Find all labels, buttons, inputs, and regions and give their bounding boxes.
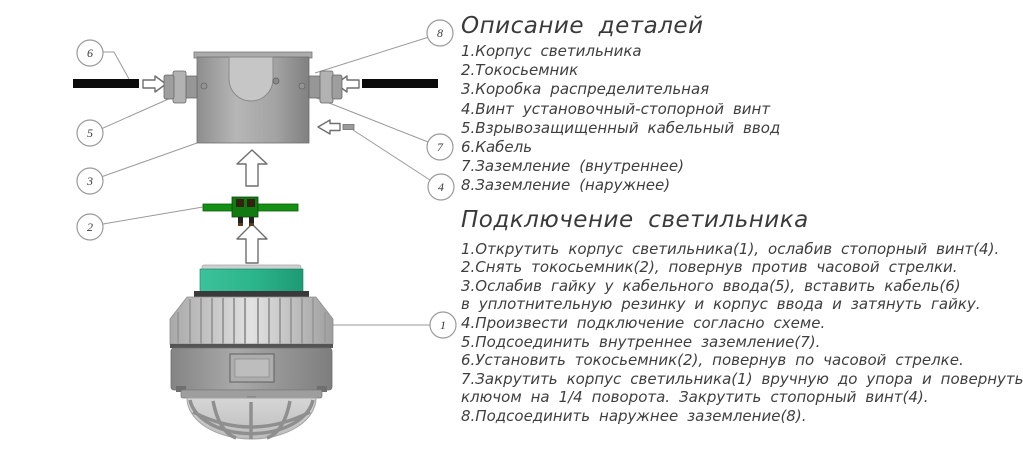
leader-3 <box>100 142 198 178</box>
instruction-line: 5.Подсоединить внутреннее заземление(7). <box>461 332 821 351</box>
leader-5 <box>100 96 174 130</box>
parts-list: 1.Корпус светильника 2.Токосьемник 3.Кор… <box>461 42 1017 196</box>
parts-list-item: 7.Заземление (внутреннее) <box>461 157 684 176</box>
svg-text:1: 1 <box>440 318 446 332</box>
svg-text:4: 4 <box>438 180 444 194</box>
leader-8 <box>314 36 430 74</box>
internal-ground-screw <box>272 77 280 85</box>
parts-list-item: 3.Коробка распределительная <box>461 80 710 99</box>
distribution-box <box>193 51 313 144</box>
protective-cage <box>188 399 315 440</box>
parts-list-item: 8.Заземление (наружнее) <box>461 176 671 195</box>
parts-section-title: Описание деталей <box>461 13 704 39</box>
exploded-view-diagram: 6 5 3 2 8 7 4 1 <box>73 19 457 440</box>
instruction-line: 1.Открутить корпус светильника(1), ослаб… <box>461 239 1000 258</box>
balloon-7: 7 <box>426 133 454 161</box>
heatsink <box>169 296 334 345</box>
svg-text:8: 8 <box>437 26 443 40</box>
teal-ring <box>199 268 304 294</box>
instruction-line: 2.Снять токосьемник(2), повернув против … <box>461 258 958 277</box>
arrow-left-small-icon <box>317 119 341 135</box>
instruction-line: в уплотнительную резинку и корпус ввода … <box>461 295 981 314</box>
connection-section-title: Подключение светильника <box>461 206 809 233</box>
instruction-line: 6.Установить токосьемник(2), повернув по… <box>461 351 964 370</box>
luminaire-body <box>169 264 334 440</box>
leader-4 <box>352 129 431 181</box>
parts-list-item: 1.Корпус светильника <box>461 42 642 60</box>
heatsink-divider <box>170 344 333 348</box>
instruction-line: 3.Ослабив гайку у кабельного ввода(5), в… <box>461 276 961 295</box>
set-screw <box>342 124 355 130</box>
leader-2 <box>102 206 204 225</box>
balloon-4: 4 <box>427 173 455 201</box>
svg-text:6: 6 <box>87 46 93 60</box>
svg-text:3: 3 <box>86 174 93 188</box>
balloon-2: 2 <box>76 213 104 241</box>
balloon-8: 8 <box>426 19 454 47</box>
instruction-line: 4.Произвести подключение согласно схеме. <box>461 314 826 332</box>
gasket-band <box>194 291 309 297</box>
connection-instructions: 1.Открутить корпус светильника(1), ослаб… <box>461 239 1023 426</box>
arrow-right-icon <box>142 75 167 93</box>
balloon-6: 6 <box>76 39 104 67</box>
parts-list-item: 4.Винт установочный-стопорной винт <box>461 99 771 118</box>
balloon-1: 1 <box>429 311 457 339</box>
cable-gland-right <box>308 70 343 104</box>
parts-list-item: 6.Кабель <box>461 138 533 157</box>
text-content: Описание деталей 1.Корпус светильника 2.… <box>461 12 1023 426</box>
cable-right <box>362 79 438 88</box>
instruction-line: ключом на 1/4 поворота. Закрутить стопор… <box>461 388 929 407</box>
balloon-3: 3 <box>76 167 104 195</box>
current-collector <box>202 196 299 226</box>
svg-text:2: 2 <box>87 220 93 234</box>
cable-left <box>73 79 139 88</box>
leader-6 <box>103 51 130 80</box>
instruction-line: 7.Закрутить корпус светильника(1) вручну… <box>461 369 1023 388</box>
svg-text:7: 7 <box>437 140 444 154</box>
cable-gland-left <box>163 70 198 104</box>
parts-list-item: 5.Взрывозащищенный кабельный ввод <box>461 118 781 137</box>
parts-list-item: 2.Токосьемник <box>461 61 579 80</box>
svg-text:5: 5 <box>87 126 93 140</box>
arrow-up-icon <box>236 149 268 187</box>
arrow-up-icon <box>236 223 268 264</box>
instruction-line: 8.Подсоединить наружнее заземление(8). <box>461 406 807 425</box>
balloon-5: 5 <box>76 119 104 147</box>
